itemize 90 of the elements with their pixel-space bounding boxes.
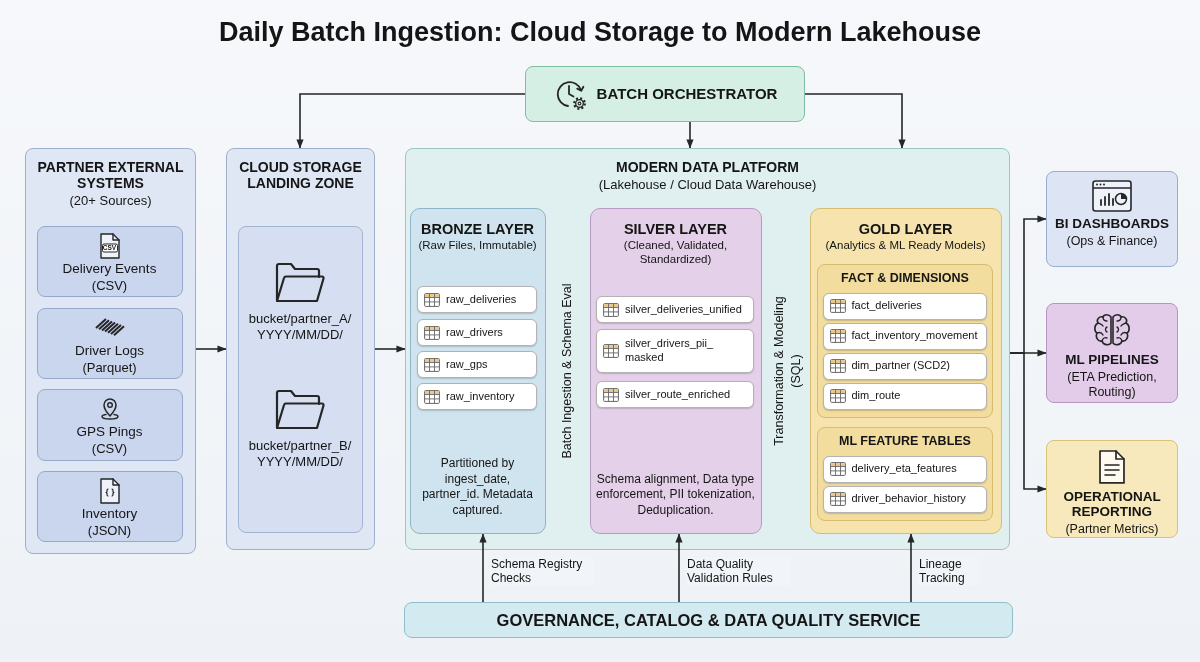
panel-heading: GOLD LAYER [858, 220, 953, 238]
panel-heading: BATCH ORCHESTRATOR [596, 85, 778, 103]
panel-heading: ML PIPELINES [1065, 352, 1159, 368]
table-name: raw_drivers [446, 325, 503, 340]
panel-heading: Inventory [81, 505, 138, 521]
table-entry [417, 383, 537, 410]
storage-bucket-panel [237, 225, 363, 533]
table-name: raw_inventory [446, 389, 515, 404]
panel-heading: PARTNER EXTERNAL SYSTEMS [36, 159, 185, 192]
arrow [296, 93, 526, 149]
table-name: raw_gps [446, 357, 488, 372]
panel-heading: BI DASHBOARDS [1055, 216, 1169, 232]
table-entry [822, 292, 987, 320]
section-panel [226, 148, 375, 550]
table-name: dim_partner (SCD2) [851, 359, 950, 373]
table-name: driver_behavior_history [851, 492, 966, 506]
layer-panel [409, 207, 546, 534]
output-card [1046, 303, 1178, 403]
table-entry [822, 455, 987, 483]
panel-subtitle: (JSON) [87, 523, 132, 539]
table-entry [417, 286, 537, 313]
layer-panel [809, 207, 1002, 534]
arrow [804, 93, 906, 149]
panel-heading: SILVER LAYER [623, 220, 728, 238]
arrow [374, 345, 406, 353]
process-label: Transformation & Modeling [771, 296, 787, 446]
service-bar [404, 602, 1013, 638]
section-panel [405, 148, 1010, 550]
panel-subtitle: (CSV) [91, 278, 128, 294]
source-card [36, 470, 183, 542]
panel-subtitle: (Partner Metrics) [1065, 522, 1159, 537]
table-entry [596, 296, 754, 323]
table-name: raw_deliveries [446, 292, 517, 307]
panel-subtitle: (Raw Files, Immutable) [418, 239, 537, 253]
table-name: silver_deliveries_unified [625, 302, 742, 317]
table-entry [596, 381, 754, 408]
source-card [36, 225, 183, 297]
table-entry [417, 351, 537, 378]
arrow [1009, 352, 1047, 493]
bucket-path: bucket/partner_A/ YYYY/MM/DD/ [247, 310, 353, 343]
table-entry [822, 322, 987, 350]
arrow [907, 533, 915, 603]
panel-subtitle: (20+ Sources) [69, 193, 152, 209]
panel-heading: CLOUD STORAGE LANDING ZONE [238, 159, 363, 192]
panel-subtitle: (Cleaned, Validated, Standardized) [622, 239, 729, 267]
layer-panel [589, 207, 762, 534]
panel-heading: BRONZE LAYER [420, 220, 535, 238]
table-name: silver_route_enriched [625, 387, 731, 402]
arrow [675, 533, 683, 603]
arrow [686, 121, 694, 149]
table-entry [822, 485, 987, 513]
table-name: fact_inventory_movement [851, 329, 978, 343]
panel-heading: FACT & DIMENSIONS [841, 271, 969, 286]
table-entry [822, 352, 987, 380]
panel-subtitle: (Lakehouse / Cloud Data Warehouse) [598, 177, 817, 193]
panel-heading: Driver Logs [75, 342, 144, 358]
section-panel [25, 148, 196, 554]
output-card [1046, 171, 1178, 267]
table-name: silver_drivers_pii_ masked [625, 337, 715, 365]
table-group-panel [817, 264, 993, 418]
panel-note: Partitioned by ingest_date, partner_id. Metadata captured. [421, 456, 534, 519]
process-label: Batch Ingestion & Schema Eval [559, 283, 575, 459]
panel-heading: GPS Pings [76, 423, 143, 439]
table-name: fact_deliveries [851, 299, 922, 313]
table-entry [822, 382, 987, 410]
panel-subtitle: (CSV) [91, 441, 128, 457]
panel-subtitle: (Ops & Finance) [1066, 233, 1158, 249]
panel-heading: Delivery Events [62, 260, 157, 276]
panel-subtitle: (Analytics & ML Ready Models) [825, 239, 986, 253]
process-label: (SQL) [788, 354, 804, 388]
output-card [1046, 440, 1178, 538]
panel-heading: MODERN DATA PLATFORM [616, 159, 799, 176]
panel-heading: ML FEATURE TABLES [839, 434, 971, 449]
table-group-panel [817, 427, 993, 521]
panel-subtitle: (ETA Prediction, Routing) [1066, 369, 1158, 400]
arrow [195, 345, 227, 353]
source-card [36, 388, 183, 461]
orchestrator-box [525, 66, 805, 122]
diagram-title: Daily Batch Ingestion: Cloud Storage to Modern Lakehouse [218, 16, 982, 49]
arrow [479, 533, 487, 603]
service-label: GOVERNANCE, CATALOG & DATA QUALITY SERVICE [496, 610, 921, 630]
table-entry [417, 319, 537, 346]
bucket-path: bucket/partner_B/ YYYY/MM/DD/ [247, 437, 353, 470]
table-entry [596, 329, 754, 373]
panel-subtitle: (Parquet) [82, 360, 137, 376]
panel-note: Schema alignment, Data type enforcement, PII tokenization, Deduplication. [595, 471, 756, 519]
table-name: dim_route [851, 389, 901, 403]
panel-heading: OPERATIONAL REPORTING [1062, 488, 1162, 520]
table-name: delivery_eta_features [851, 462, 957, 476]
source-card [36, 307, 183, 379]
